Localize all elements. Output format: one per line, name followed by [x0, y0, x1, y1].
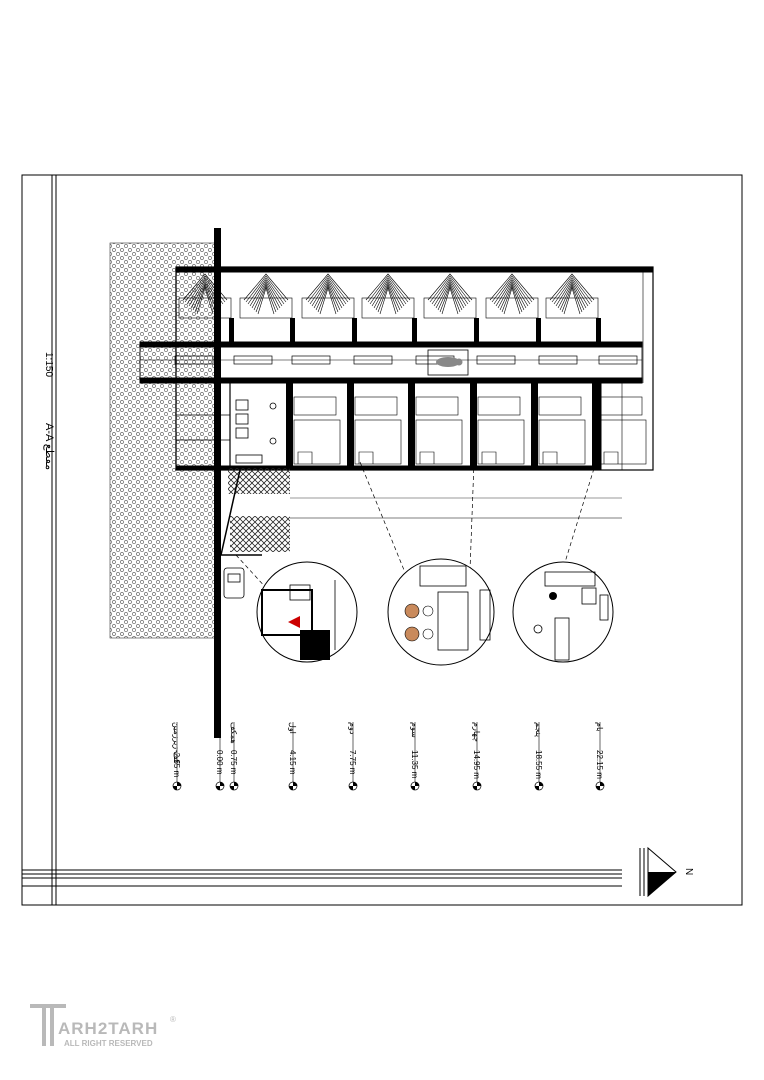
stair-outline: [481, 451, 497, 464]
roof-lightwell-5: [423, 273, 479, 342]
detail-bubble-kitchen: [387, 558, 495, 666]
level-name: دوم: [348, 722, 357, 735]
stair-outline: [358, 451, 374, 464]
scale-label: 1:150: [43, 352, 54, 377]
level-name: پنجم: [534, 722, 543, 737]
stair-outline: [542, 451, 558, 464]
drawing-frame: [21, 174, 743, 906]
stair-outline: [297, 451, 313, 464]
ground-hatch: [109, 242, 216, 639]
lower-room: [293, 419, 341, 465]
roof-lightwell-7: [545, 273, 601, 342]
corridor-window: [538, 355, 578, 365]
structural-column: [408, 383, 415, 468]
logo-registered: ®: [170, 1015, 176, 1024]
corridor-window: [476, 355, 516, 365]
level-value: 14.95 m: [472, 750, 481, 779]
level-value: 18.55 m: [534, 750, 543, 779]
ground-line: [214, 228, 221, 738]
level-value: 22.15 m: [595, 750, 604, 779]
level-marker: 0.00 m: [215, 722, 225, 791]
person-figure: [427, 349, 469, 376]
shrub-lower: [230, 516, 290, 552]
level-marker: 7.75 m دوم: [348, 722, 358, 791]
level-value: 4.15 m: [288, 750, 297, 775]
structural-column: [592, 383, 599, 468]
corridor-window: [291, 355, 331, 365]
level-value: 7.75 m: [348, 750, 357, 775]
north-label: N: [683, 868, 694, 875]
floor-columns: [286, 383, 647, 468]
upper-room: [293, 396, 337, 416]
roof-lightwell-2: [239, 273, 295, 342]
section-title: A-A مقطع: [43, 423, 55, 470]
logo-tagline: ALL RIGHT RESERVED: [64, 1039, 153, 1048]
corridor-window: [174, 355, 214, 365]
logo-mark-icon: [30, 1004, 66, 1046]
level-marker: 0.75 m همکف: [229, 722, 239, 791]
upper-room: [538, 396, 582, 416]
upper-room: [354, 396, 398, 416]
ramp: [220, 469, 262, 556]
level-value: 0.75 m: [229, 750, 238, 775]
lower-room: [415, 419, 463, 465]
level-marker: 14.95 m چهارم: [472, 722, 482, 791]
detail-leaders: [235, 461, 597, 591]
level-name: سوم: [410, 722, 419, 738]
level-markers: -2.65 mکف زیرزمین 0.00 m 0.75 m همکف 4.15 m ا…: [172, 722, 605, 791]
detail-bubble-living: [512, 561, 614, 663]
level-value: 11.35 m: [410, 750, 419, 779]
shrub-upper: [228, 468, 290, 494]
roof-lightwells: [178, 273, 601, 342]
level-marker: 11.35 m سوم: [410, 722, 420, 791]
logo-brand: ARH2TARH: [58, 1019, 158, 1038]
corridor-window: [598, 355, 638, 365]
level-name: چهارم: [472, 722, 481, 742]
roof-lightwell-1: [178, 273, 234, 342]
level-name: کف زیرزمین: [172, 722, 181, 764]
structural-column: [470, 383, 477, 468]
level-name: اول: [288, 722, 297, 734]
upper-room: [415, 396, 459, 416]
roof-lightwell-6: [485, 273, 541, 342]
car-symbol: [223, 567, 245, 599]
upper-room: [599, 396, 643, 416]
stair-outline: [419, 451, 435, 464]
lower-room: [599, 419, 647, 465]
north-arrow: N: [639, 846, 694, 898]
level-name: همکف: [229, 722, 238, 744]
level-name: بام: [595, 722, 604, 732]
detail-bubble-entrance: [256, 561, 358, 663]
level-marker: 18.55 m پنجم: [534, 722, 544, 791]
upper-room: [477, 396, 521, 416]
roof-lightwell-3: [301, 273, 357, 342]
lower-room: [354, 419, 402, 465]
level-marker: 22.15 m بام: [595, 722, 605, 791]
watermark-logo: ARH2TARH ALL RIGHT RESERVED ®: [28, 1000, 188, 1052]
corridor-window: [353, 355, 393, 365]
level-marker: 4.15 m اول: [288, 722, 298, 791]
roof-lightwell-4: [361, 273, 417, 342]
corridor-window: [233, 355, 273, 365]
level-value: -2.65 m: [172, 750, 181, 777]
structural-column: [286, 383, 293, 468]
lower-room: [477, 419, 525, 465]
level-marker: -2.65 mکف زیرزمین: [172, 722, 182, 791]
corridor-windows: [174, 355, 638, 365]
stair-outline: [603, 451, 619, 464]
lobby-furniture: [235, 399, 277, 464]
lower-room: [538, 419, 586, 465]
level-value: 0.00 m: [215, 750, 224, 775]
structural-column: [347, 383, 354, 468]
structural-column: [531, 383, 538, 468]
